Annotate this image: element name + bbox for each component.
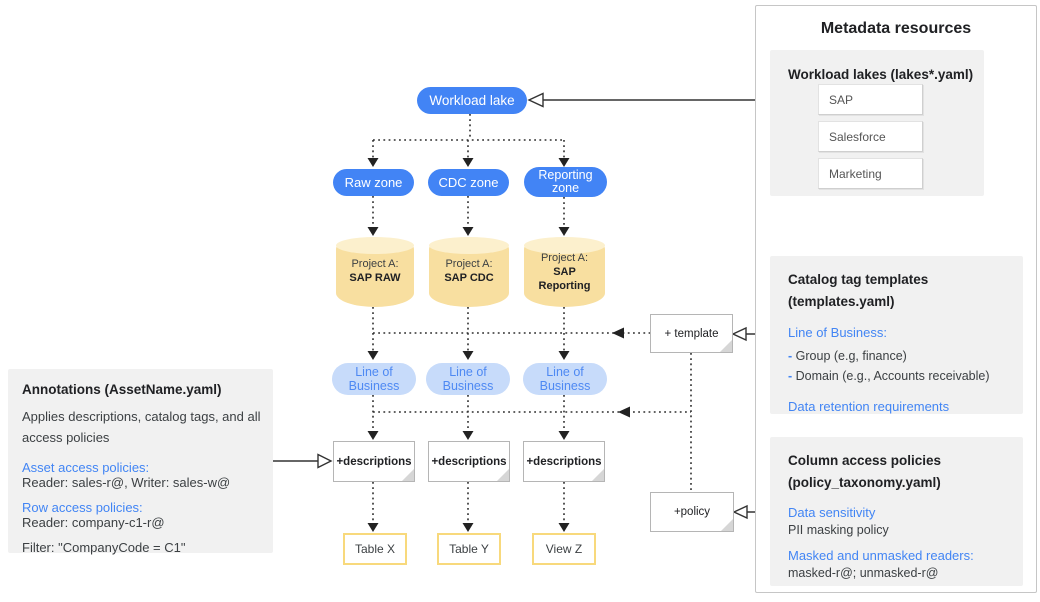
asset-access-policies-value: Reader: sales-r@, Writer: sales-w@ (22, 474, 231, 490)
folded-corner (592, 469, 604, 481)
cylinder-body (336, 245, 414, 307)
open-arrowheads (317, 92, 748, 520)
column-access-policies-section: Column access policies (policy_taxonomy.… (770, 437, 1023, 586)
lake-card-label: Marketing (829, 166, 882, 181)
table-x-box: Table X (343, 533, 407, 565)
reporting-zone-pill: Reporting zone (524, 167, 607, 197)
metadata-resources-title: Metadata resources (820, 20, 972, 37)
data-sensitivity-heading: Data sensitivity (788, 505, 876, 521)
workload-lakes-section: Workload lakes (lakes*.yaml) SAP Salesfo… (770, 50, 984, 196)
cylinder-body (429, 245, 509, 307)
lob-label: Line of Business (442, 365, 494, 393)
policy-label: +policy (673, 506, 711, 518)
lake-card-sap: SAP (818, 84, 923, 115)
lake-card-label: SAP (829, 92, 854, 107)
solid-arrowheads (367, 158, 630, 532)
cdc-zone-label: CDC zone (438, 175, 499, 190)
column-policies-title-line1: Column access policies (788, 453, 942, 468)
table-y-box: Table Y (437, 533, 501, 565)
template-note: + template (650, 314, 733, 353)
data-retention-heading: Data retention requirements (788, 398, 950, 414)
project-cylinder-sap-cdc: Project A: SAP CDC (429, 237, 509, 307)
descriptions-note-1: +descriptions (333, 441, 415, 482)
metadata-resources-panel: Metadata resources Workload lakes (lakes… (755, 5, 1037, 593)
bullet-text: Domain (e.g., Accounts receivable) (795, 368, 990, 383)
masked-readers-heading: Masked and unmasked readers: (788, 548, 974, 564)
lob-bullet-domain: - Domain (e.g., Accounts receivable) (788, 367, 1023, 386)
project-line2: SAP CDC (444, 272, 494, 284)
project-line1: Project A: (351, 258, 399, 270)
reporting-zone-label: Reporting zone (538, 168, 593, 195)
bullet-dash: - (788, 368, 793, 383)
cylinder-top (336, 237, 414, 254)
data-sensitivity-value: PII masking policy (788, 523, 889, 538)
bullet-dash: - (788, 349, 793, 364)
annotations-title: Annotations (AssetName.yaml) (22, 382, 222, 397)
dotted-connectors (372, 114, 692, 523)
workload-lake-pill: Workload lake (417, 87, 527, 114)
bullet-text: Group (e.g, finance) (795, 349, 907, 364)
lob-bullet-group: - Group (e.g, finance) (788, 347, 1023, 366)
lob-heading: Line of Business: (788, 325, 888, 341)
descriptions-label: +descriptions (526, 455, 602, 468)
folded-corner (402, 469, 414, 481)
project-line1: Project A: (540, 252, 589, 264)
workload-lakes-title: Workload lakes (lakes*.yaml) (788, 67, 974, 82)
lake-card-label: Salesforce (829, 129, 886, 144)
lob-label: Line of Business (348, 365, 400, 393)
cylinder-body (524, 245, 605, 307)
catalog-templates-title-line1: Catalog tag templates (788, 272, 929, 287)
descriptions-label: +descriptions (431, 455, 507, 468)
view-z-label: View Z (545, 542, 583, 556)
filter-value: Filter: "CompanyCode = C1" (22, 539, 186, 555)
row-access-policies-heading: Row access policies: (22, 499, 143, 515)
descriptions-note-3: +descriptions (523, 441, 605, 482)
annotations-panel: Annotations (AssetName.yaml) Applies des… (8, 369, 273, 555)
masked-readers-value: masked-r@; unmasked-r@ (788, 566, 939, 581)
folded-corner (720, 340, 732, 352)
policy-note: +policy (650, 492, 734, 532)
cylinder-top (429, 237, 509, 254)
catalog-templates-title-line2: (templates.yaml) (788, 293, 895, 309)
raw-zone-pill: Raw zone (333, 169, 414, 196)
project-line2: SAP Reporting (538, 266, 591, 292)
lake-card-salesforce: Salesforce (818, 121, 923, 152)
workload-lake-label: Workload lake (429, 93, 515, 108)
catalog-tag-templates-section: Catalog tag templates (templates.yaml) L… (770, 256, 1023, 414)
table-y-label: Table Y (449, 542, 489, 556)
lob-pill-3: Line of Business (523, 363, 607, 395)
lob-label: Line of Business (539, 365, 591, 393)
row-access-policies-value: Reader: company-c1-r@ (22, 514, 165, 530)
descriptions-note-2: +descriptions (428, 441, 510, 482)
cylinder-top (524, 237, 605, 254)
asset-access-policies-heading: Asset access policies: (22, 459, 150, 475)
template-label: + template (664, 327, 719, 340)
lob-pill-1: Line of Business (332, 363, 416, 395)
column-policies-title-line2: (policy_taxonomy.yaml) (788, 474, 941, 490)
table-x-label: Table X (354, 542, 396, 556)
lob-pill-2: Line of Business (426, 363, 510, 395)
project-line1: Project A: (445, 258, 493, 270)
view-z-box: View Z (532, 533, 596, 565)
descriptions-label: +descriptions (336, 455, 412, 468)
folded-corner (721, 519, 733, 531)
cdc-zone-pill: CDC zone (428, 169, 509, 196)
lake-card-marketing: Marketing (818, 158, 923, 189)
raw-zone-label: Raw zone (344, 175, 403, 190)
project-line2: SAP RAW (349, 272, 401, 284)
annotations-body: Applies descriptions, catalog tags, and … (22, 409, 261, 445)
project-cylinder-sap-reporting: Project A: SAP Reporting (524, 237, 605, 307)
project-cylinder-sap-raw: Project A: SAP RAW (336, 237, 414, 307)
folded-corner (497, 469, 509, 481)
